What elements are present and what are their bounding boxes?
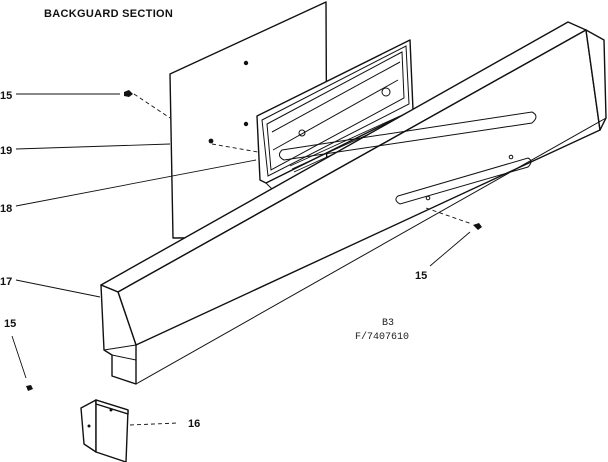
callout-16: 16	[188, 418, 200, 430]
part-18-element-frame	[256, 39, 414, 191]
callout-15-top: 15	[0, 90, 12, 102]
drawing-code-line2: F/7407610	[355, 331, 409, 343]
drawing-code-line1: B3	[382, 318, 394, 329]
callout-15-left: 15	[4, 318, 16, 330]
part-15-screw-right	[473, 223, 482, 230]
diagram-title: BACKGUARD SECTION	[44, 8, 173, 20]
leader-lines	[11, 93, 473, 426]
callout-15-right: 15	[415, 270, 427, 282]
part-16-bracket	[80, 399, 129, 462]
callout-17: 17	[0, 276, 12, 288]
part-15-screw-top	[124, 90, 133, 97]
callout-18: 18	[0, 203, 12, 215]
callout-19: 19	[0, 145, 12, 157]
part-17-backguard-housing	[100, 21, 607, 385]
part-15-screw-left	[26, 385, 33, 391]
